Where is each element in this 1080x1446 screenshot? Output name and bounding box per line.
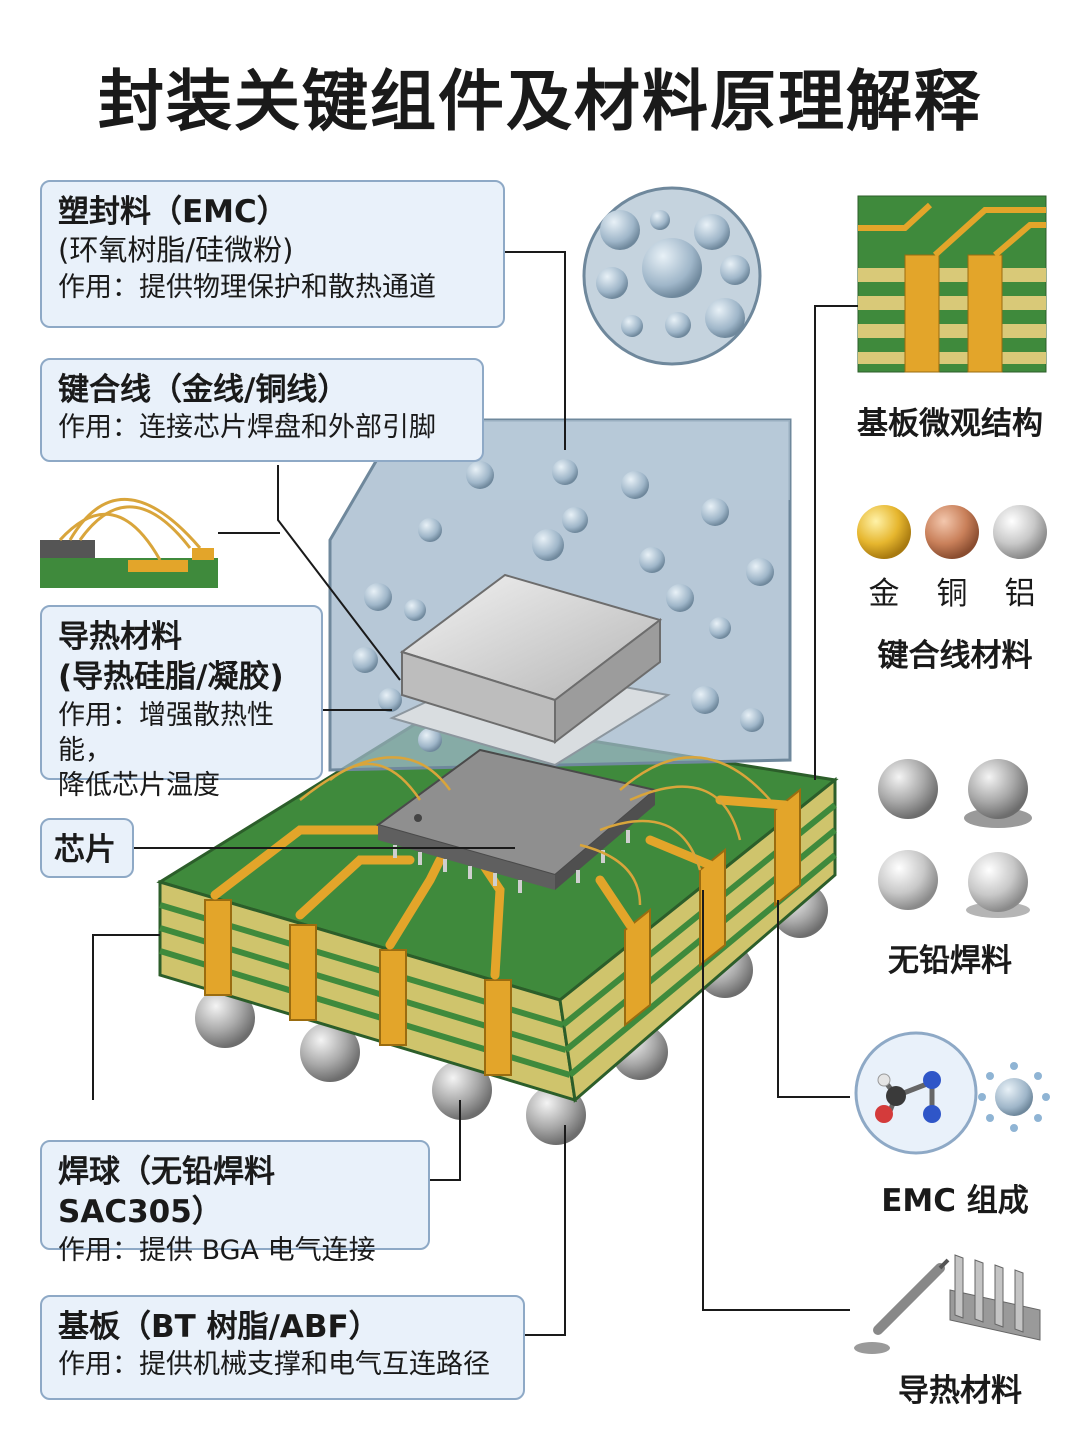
label-metal-aluminum: 铝 [1004, 576, 1036, 612]
thermal-material-icons [854, 1254, 1041, 1354]
heat-spreader [399, 573, 663, 745]
label-emc-composition: EMC 组成 [881, 1183, 1029, 1219]
callout-tim-function-line1: 作用：增强散热性能， [58, 699, 274, 766]
chip-die [299, 748, 771, 906]
callout-bond-wire-title: 键合线（金线/铜线） [58, 372, 349, 408]
callout-bond-wire: 键合线（金线/铜线） 作用：连接芯片焊盘和外部引脚 [40, 358, 484, 462]
leader-lines [92, 251, 858, 1336]
callout-chip-title: 芯片 [54, 832, 116, 868]
callout-emc-material: (环氧树脂/硅微粉) [58, 233, 294, 268]
callout-substrate: 基板（BT 树脂/ABF） 作用：提供机械支撑和电气互连路径 [40, 1295, 525, 1400]
bond-wire-metal-samples [857, 505, 1047, 559]
label-bond-wire-materials: 键合线材料 [877, 638, 1033, 674]
label-substrate-micro: 基板微观结构 [857, 406, 1043, 442]
callout-solder-ball-function: 作用：提供 BGA 电气连接 [58, 1234, 376, 1266]
callout-solder-ball: 焊球（无铅焊料 SAC305） 作用：提供 BGA 电气连接 [40, 1140, 430, 1266]
callout-substrate-title: 基板（BT 树脂/ABF） [58, 1309, 380, 1345]
callout-solder-ball-title: 焊球（无铅焊料 SAC305） [58, 1154, 275, 1231]
callout-chip: 芯片 [40, 818, 134, 878]
substrate-micro-image [857, 195, 1047, 373]
label-metal-gold: 金 [868, 576, 900, 612]
callout-emc: 塑封料（EMC） (环氧树脂/硅微粉) 作用：提供物理保护和散热通道 [40, 180, 505, 328]
callout-tim-title: 导热材料 [58, 619, 182, 655]
page-title: 封装关键组件及材料原理解释 [98, 63, 982, 140]
callout-bond-wire-function: 作用：连接芯片焊盘和外部引脚 [58, 412, 436, 444]
lead-free-solder-samples [878, 759, 1032, 918]
label-metal-copper: 铜 [936, 576, 968, 612]
callout-substrate-function: 作用：提供机械支撑和电气互连路径 [58, 1349, 490, 1381]
label-lead-free-solder: 无铅焊料 [888, 943, 1012, 979]
emc-molecule-icon [854, 1031, 1050, 1155]
label-thermal-material: 导热材料 [898, 1373, 1022, 1409]
callout-thermal-material: 导热材料 (导热硅脂/凝胶) 作用：增强散热性能， 降低芯片温度 [40, 605, 323, 801]
solder-balls [195, 882, 828, 1145]
emc-filler-zoom [582, 186, 762, 366]
callout-emc-function: 作用：提供物理保护和散热通道 [58, 271, 436, 303]
callout-tim-material: (导热硅脂/凝胶) [58, 659, 284, 696]
callout-tim-function-line2: 降低芯片温度 [58, 769, 220, 801]
bond-wire-detail [40, 498, 218, 588]
callout-emc-title: 塑封料（EMC） [58, 194, 288, 230]
